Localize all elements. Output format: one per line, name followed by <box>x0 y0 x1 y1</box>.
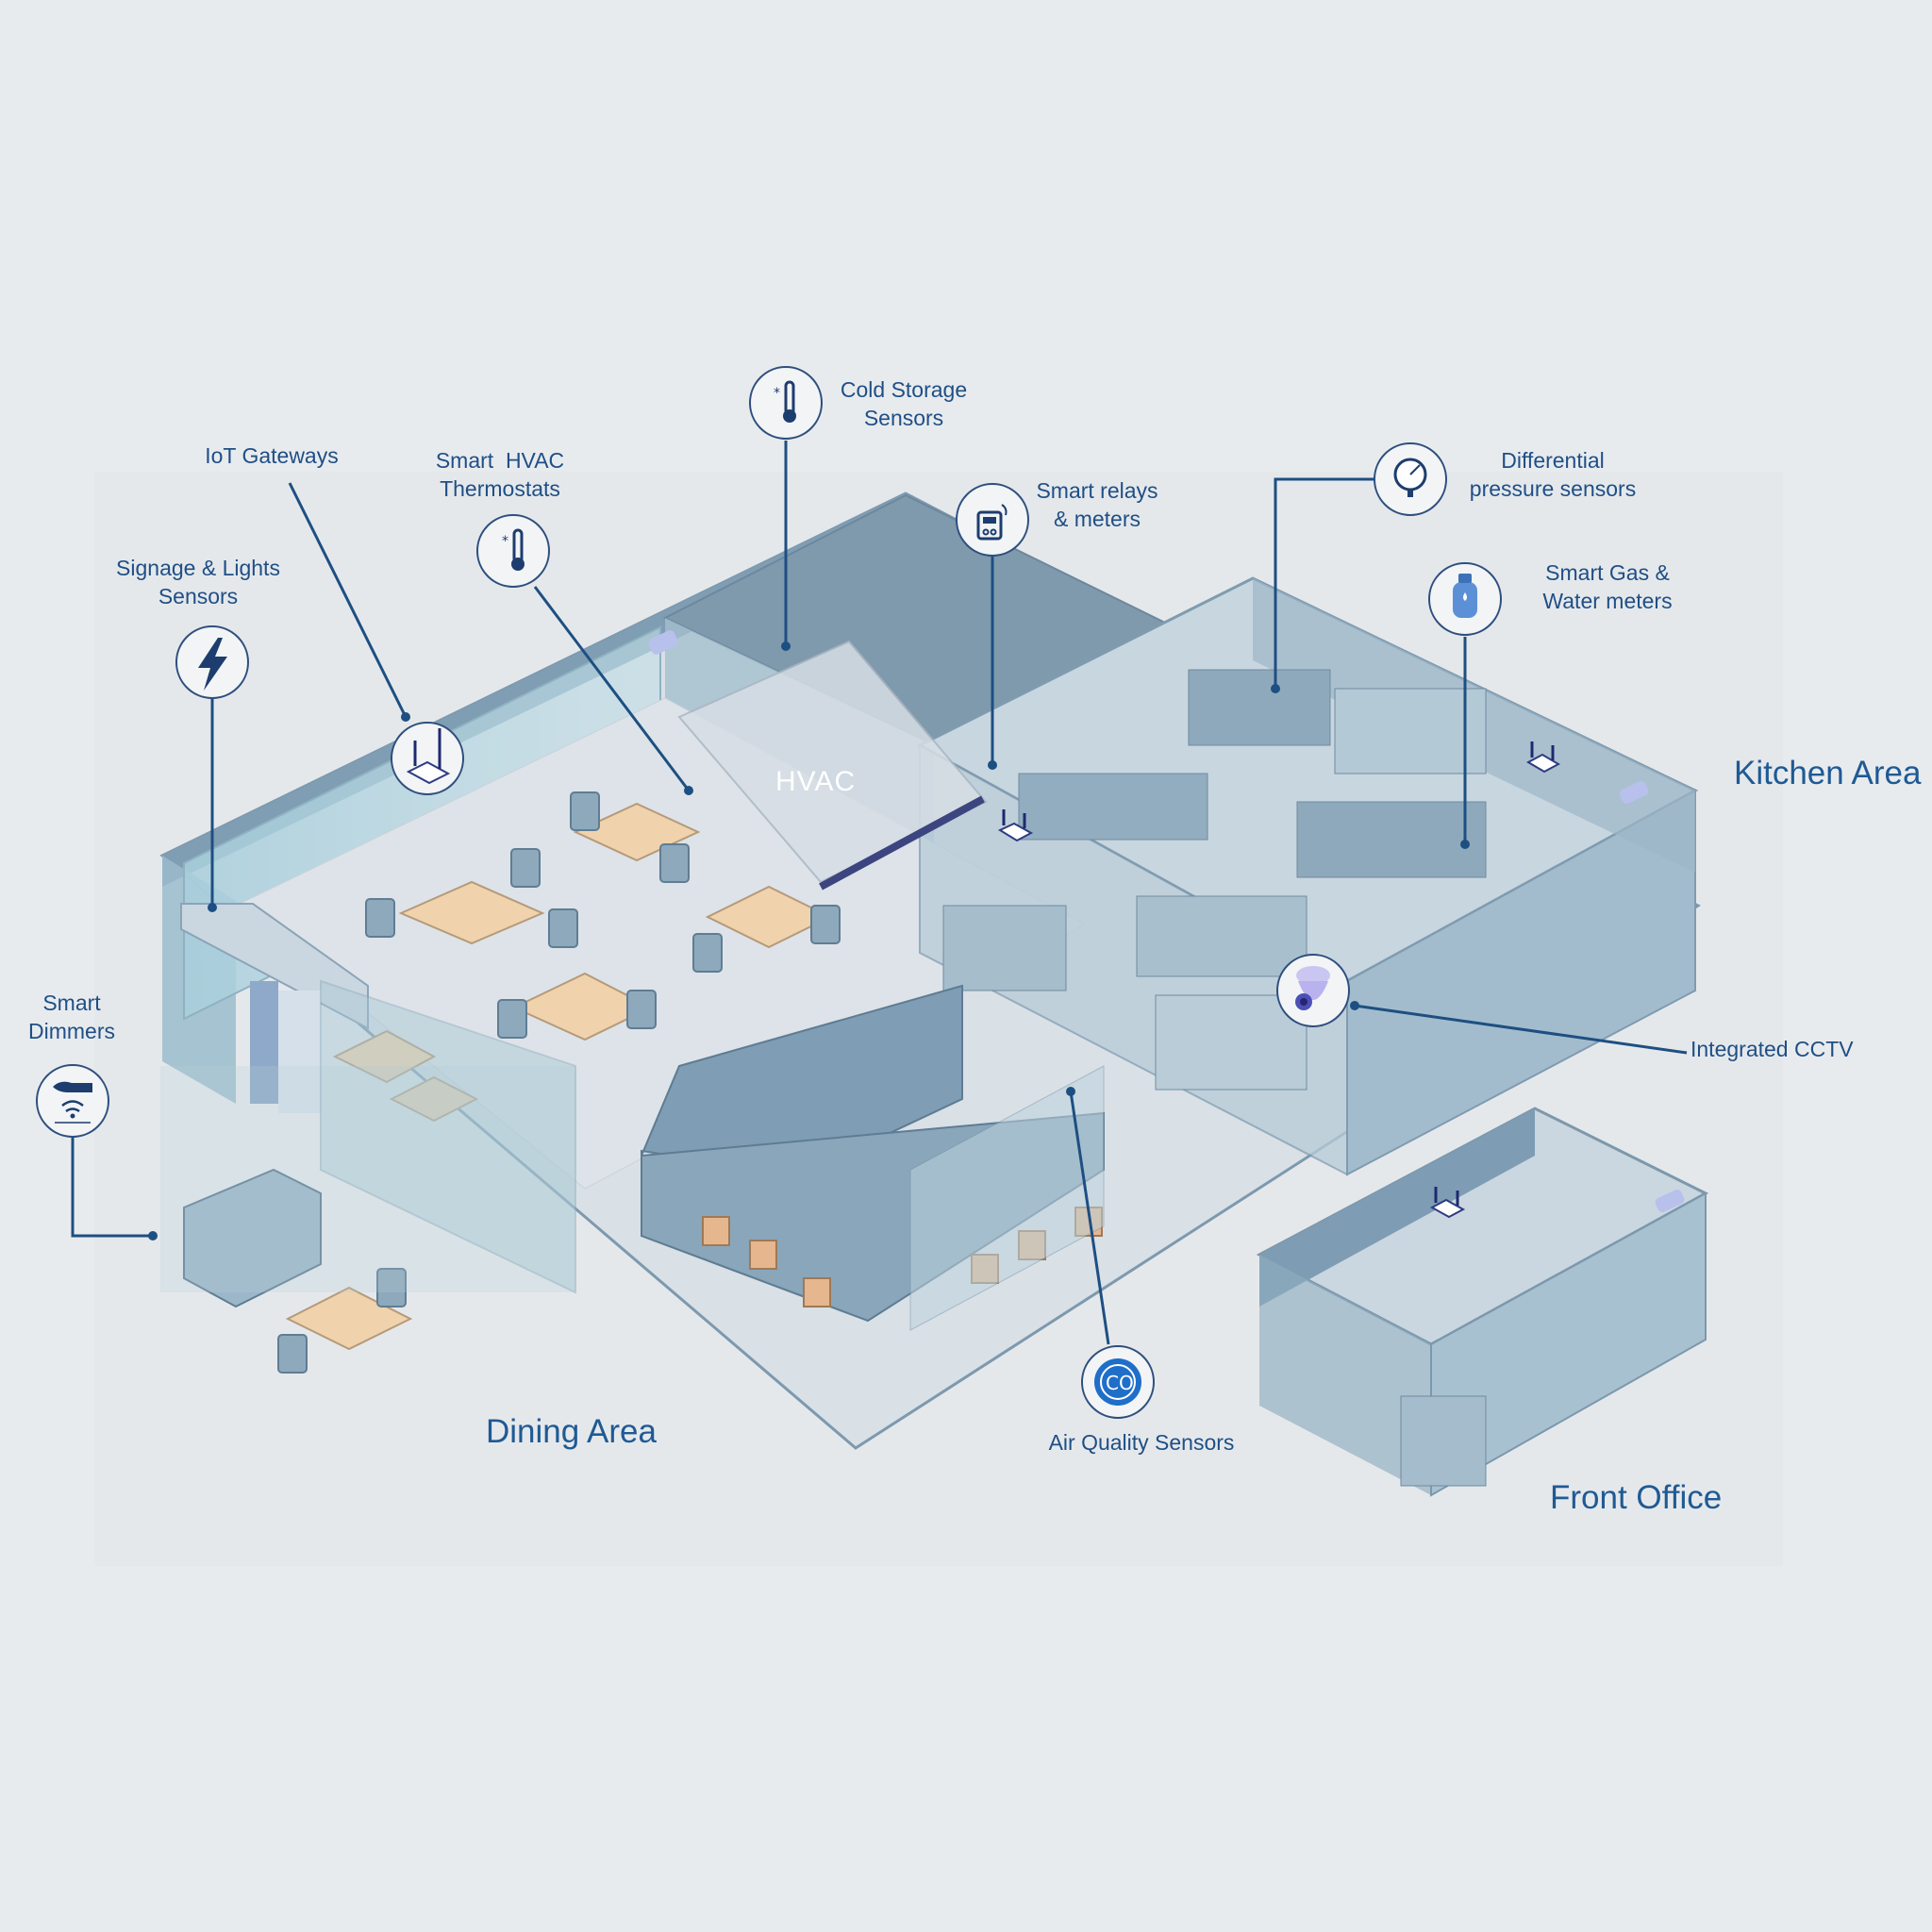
cctv-label: Integrated CCTV <box>1690 1035 1870 1063</box>
svg-text:*: * <box>502 534 508 549</box>
gas-water-label: Smart Gas & Water meters <box>1523 558 1692 615</box>
signage-lights-icon-badge <box>176 626 248 698</box>
air-quality-label: Air Quality Sensors <box>1038 1428 1245 1457</box>
svg-text:*: * <box>774 386 780 401</box>
smart-hvac-icon-badge: * <box>477 515 549 587</box>
svg-text:CO: CO <box>1106 1372 1134 1394</box>
cold-storage-icon-badge: * <box>750 367 822 439</box>
hvac-label: HVAC <box>775 766 856 798</box>
differential-pressure-icon-badge <box>1374 443 1446 515</box>
front-office-label: Front Office <box>1550 1479 1722 1517</box>
smart-dimmers-icon-badge <box>37 1065 108 1137</box>
kitchen-area-label: Kitchen Area <box>1734 755 1921 792</box>
smart-relays-label: Smart relays & meters <box>1012 476 1182 533</box>
co-icon: CO <box>1094 1358 1141 1406</box>
signage-lights-label: Signage & Lights Sensors <box>104 554 292 610</box>
cold-storage-label: Cold Storage Sensors <box>819 375 989 432</box>
cctv-icon-badge <box>1277 955 1349 1026</box>
iot-gateways-label: IoT Gateways <box>196 441 347 470</box>
gas-water-icon-badge <box>1429 563 1501 635</box>
dining-area-label: Dining Area <box>486 1413 657 1451</box>
differential-pressure-label: Differential pressure sensors <box>1449 446 1657 503</box>
smart-dimmers-label: Smart Dimmers <box>11 989 132 1045</box>
air-quality-icon-badge: CO <box>1082 1346 1154 1418</box>
smart-hvac-label: Smart HVAC Thermostats <box>415 446 585 503</box>
iot-gateways-icon-badge <box>391 723 463 794</box>
